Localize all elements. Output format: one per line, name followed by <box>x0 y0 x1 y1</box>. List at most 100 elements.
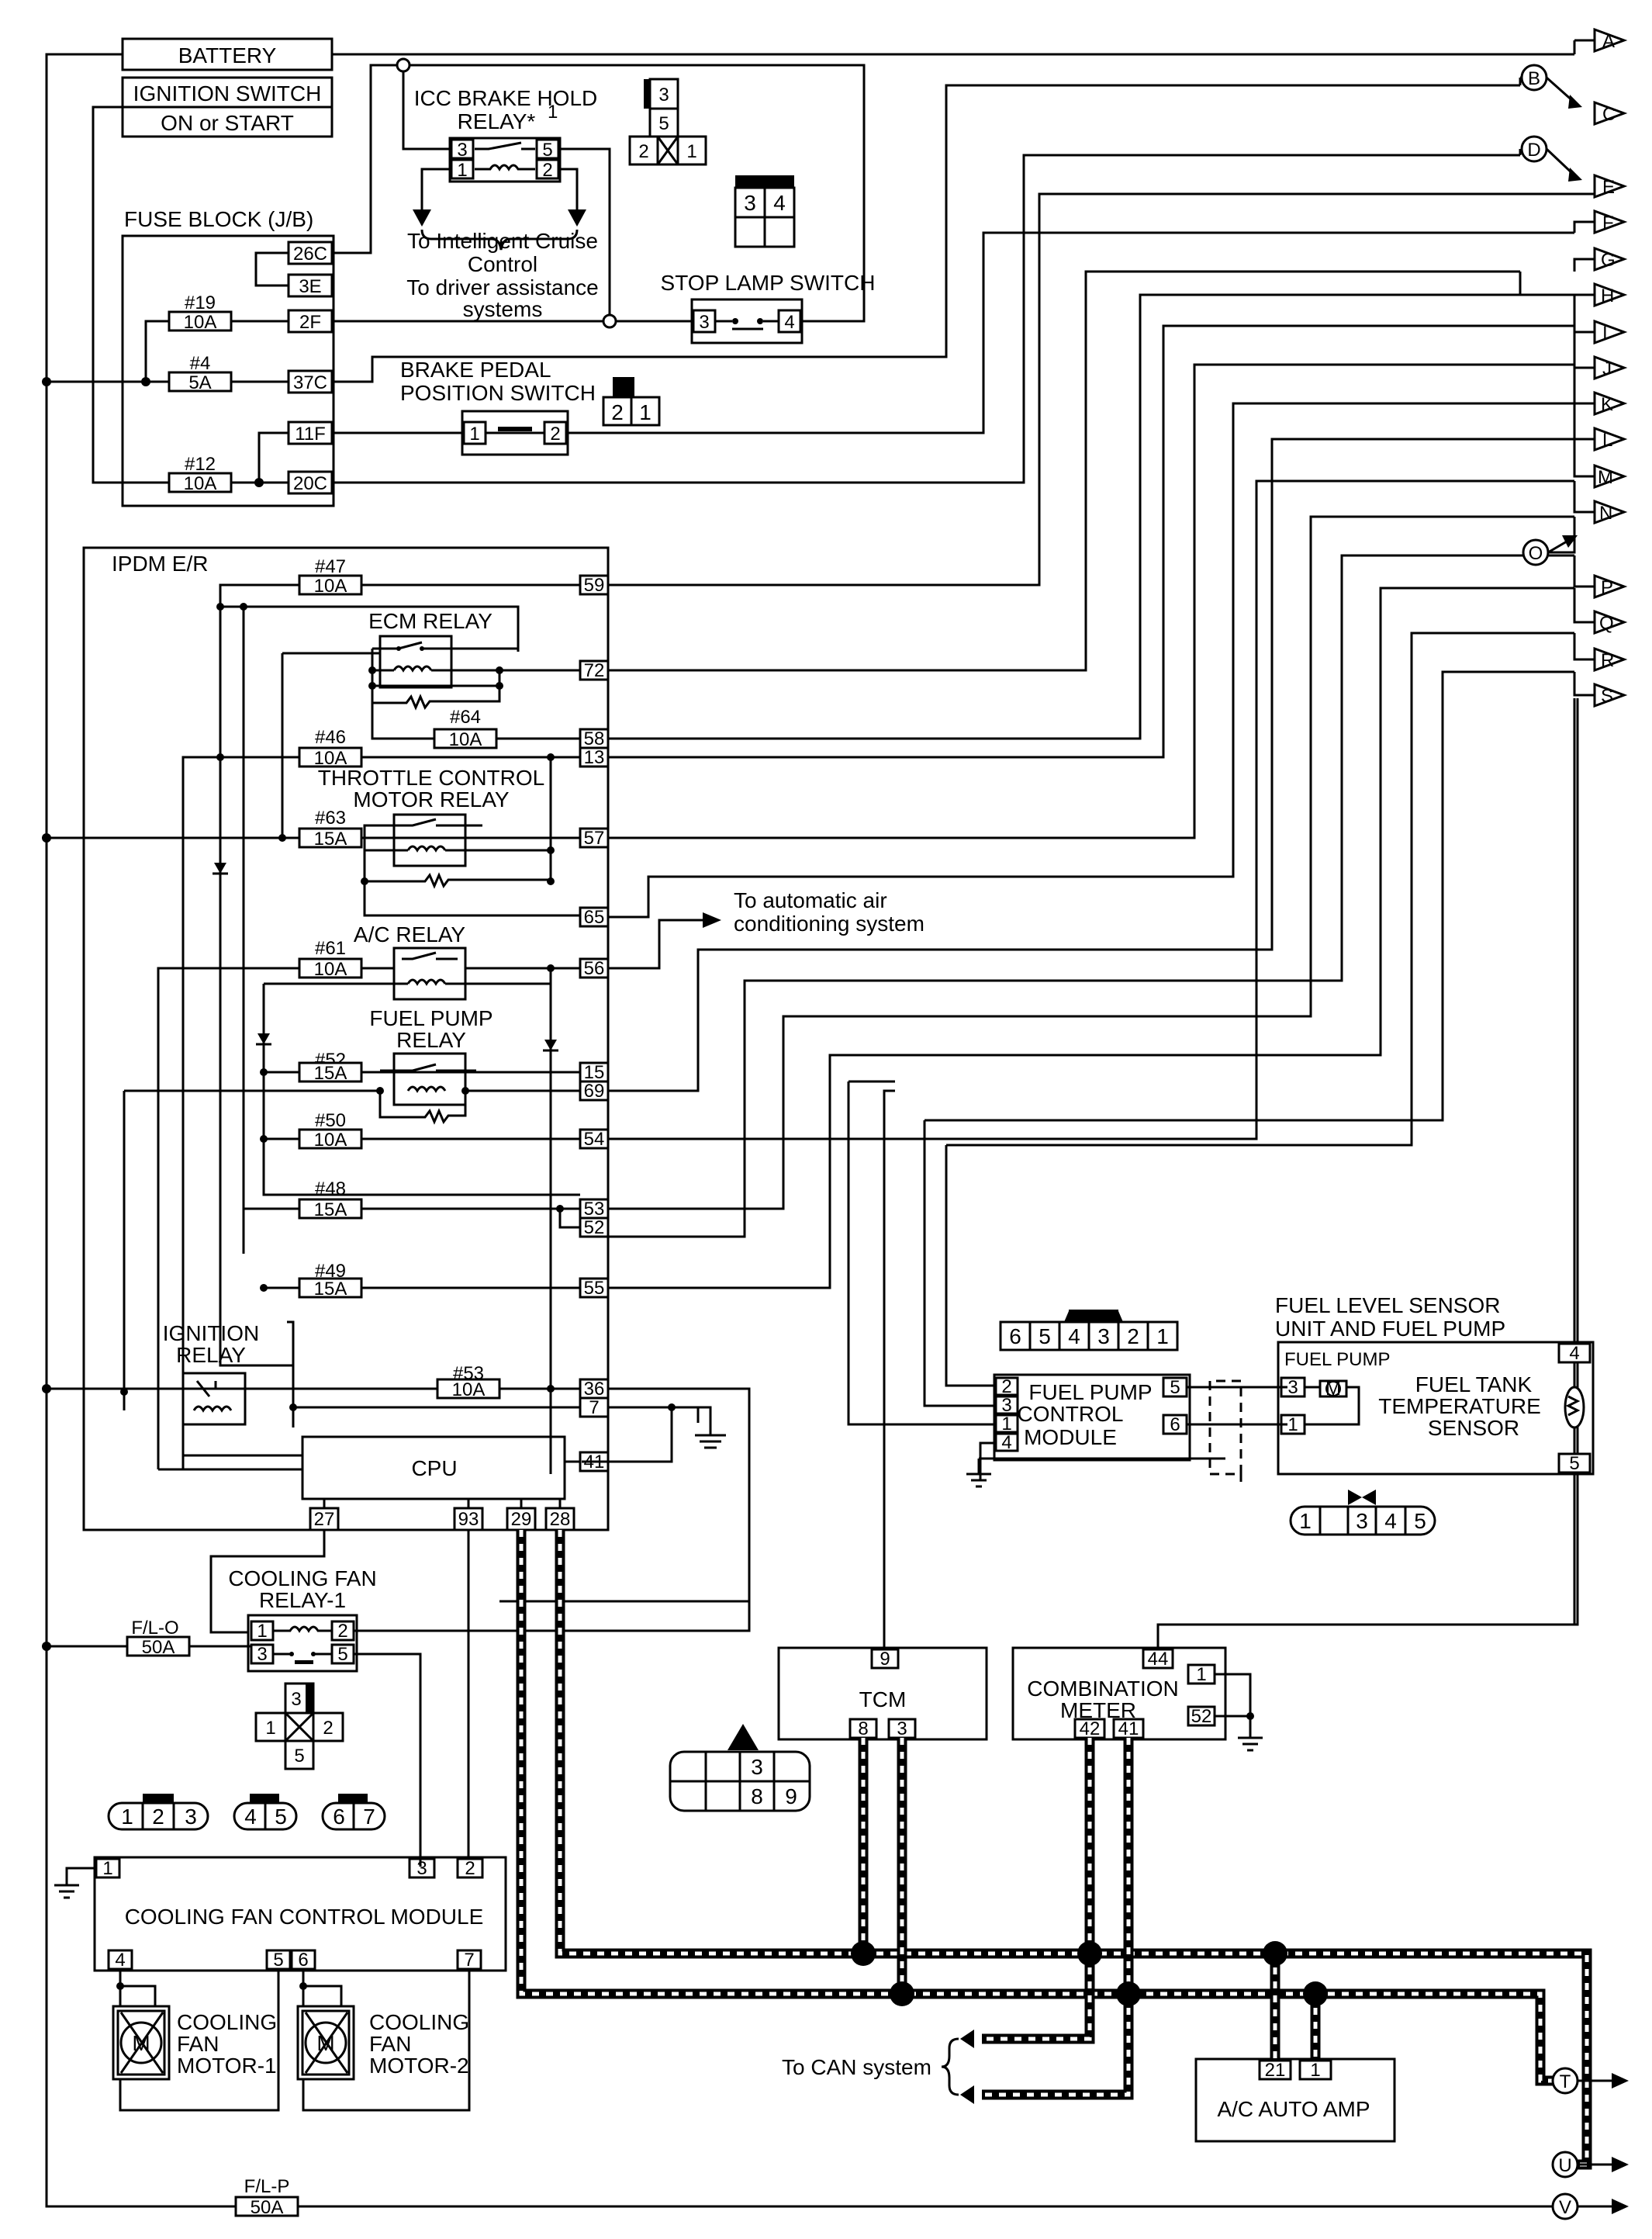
terminal-q: Q <box>1593 609 1628 635</box>
terminal-s: S <box>1593 682 1628 708</box>
fuse-46-name: #46 <box>315 727 346 748</box>
stop-pin-4: 4 <box>784 312 794 333</box>
ipdm-pin-52: 52 <box>584 1217 605 1238</box>
cfr-conn-r: 2 <box>323 1718 333 1739</box>
to-ac-label-1: To automatic air <box>734 888 887 912</box>
cooling-fan-module-connector-icons: 1 2 3 4 5 6 7 <box>107 1794 386 1831</box>
combination-meter-label-1: COMBINATION <box>1027 1677 1178 1701</box>
terminal-d: D <box>1520 135 1548 163</box>
ipdm-pin-55: 55 <box>584 1278 605 1299</box>
fpm-pin-6: 6 <box>1170 1414 1180 1435</box>
ignition-switch-label: IGNITION SWITCH <box>133 81 322 106</box>
tcm-label: TCM <box>859 1687 907 1711</box>
terminal-g: G <box>1593 246 1628 272</box>
cfm-pin-1: 1 <box>102 1858 112 1879</box>
cooling-fan-motor-2: M COOLING FAN MOTOR-2 <box>296 1969 471 2112</box>
motor-1-label-3: MOTOR-1 <box>177 2054 277 2078</box>
cfr-pin-5: 5 <box>337 1644 347 1665</box>
icc-brake-hold-relay: ICC BRAKE HOLD RELAY* 1 3 5 1 2 To Intel… <box>332 57 866 329</box>
fuel-pump-inner-label: FUEL PUMP <box>1284 1349 1390 1370</box>
motor-1-label-1: COOLING <box>177 2010 277 2034</box>
fuse-flp-amp: 50A <box>251 2197 284 2218</box>
cfr-conn-top: 3 <box>291 1689 301 1710</box>
terminal-e-label: E <box>1602 177 1615 198</box>
fpm-conn-6: 1 <box>1156 1324 1169 1348</box>
cpu-label: CPU <box>411 1456 457 1480</box>
stop-lamp-connector-icon: 3 4 <box>734 175 796 248</box>
icc-conn-left: 2 <box>638 141 648 162</box>
cooling-fan-motor-1: M COOLING FAN MOTOR-1 <box>112 1969 280 2112</box>
terminal-h-label: H <box>1601 285 1614 306</box>
ipdm-pin-56: 56 <box>584 958 605 979</box>
cfm-pin-5: 5 <box>273 1950 283 1971</box>
icc-connector-icon: 3 5 2 1 <box>628 78 707 166</box>
cm-pin-42: 42 <box>1080 1718 1101 1739</box>
terminal-j-label: J <box>1602 358 1612 379</box>
ipdm-pin-7: 7 <box>589 1397 599 1418</box>
throttle-relay-label-1: THROTTLE CONTROL <box>318 766 544 790</box>
cooling-fan-relay: COOLING FAN RELAY-1 1 2 3 5 F/L-O 50A <box>42 1389 751 1867</box>
battery-label: BATTERY <box>178 43 277 67</box>
cfm-pin-3: 3 <box>416 1858 427 1879</box>
tcm-conn-b1: 8 <box>751 1784 763 1808</box>
motor-2-label-3: MOTOR-2 <box>369 2054 469 2078</box>
motor-2-label-1: COOLING <box>369 2010 469 2034</box>
fuse-47-amp: 10A <box>314 576 347 597</box>
terminal-i-label: I <box>1602 323 1608 344</box>
terminal-k: K <box>1593 390 1628 417</box>
fpm-conn-5: 2 <box>1127 1324 1139 1348</box>
terminal-a-label: A <box>1602 31 1615 52</box>
bps-conn-l: 2 <box>611 400 624 424</box>
c45-b: 5 <box>275 1805 287 1829</box>
icc-relay-label-1: ICC BRAKE HOLD <box>414 86 598 110</box>
tcm-pin-8: 8 <box>858 1718 868 1739</box>
ipdm-pin-36: 36 <box>584 1379 605 1400</box>
fuse-61-amp: 10A <box>314 959 347 980</box>
jb-37c-pin: 37C <box>293 372 327 393</box>
ipdm-label: IPDM E/R <box>112 552 208 576</box>
terminal-n-label: N <box>1599 503 1612 524</box>
fpm-pin-1: 1 <box>1001 1414 1011 1434</box>
stop-conn-r: 4 <box>773 191 786 215</box>
terminal-c: C <box>1593 100 1628 126</box>
fuse-12-name: #12 <box>185 454 216 475</box>
stop-pin-3: 3 <box>699 312 709 333</box>
icc-relay-label-2: RELAY* <box>458 109 536 133</box>
fuse-19-name: #19 <box>185 292 216 313</box>
motor-1-label-2: FAN <box>177 2032 219 2056</box>
fuse-63-amp: 15A <box>314 829 347 850</box>
fuel-pump-relay-label-1: FUEL PUMP <box>369 1006 492 1030</box>
ipdm-pin-59: 59 <box>584 575 605 596</box>
ipdm-pin-69: 69 <box>584 1081 605 1102</box>
tcm-conn-b2: 9 <box>785 1784 797 1808</box>
fuse-flp-name: F/L-P <box>244 2176 290 2197</box>
ignition-relay-label-2: RELAY <box>176 1343 246 1367</box>
ipdm-pin-15: 15 <box>584 1062 605 1083</box>
fls-pin-3: 3 <box>1287 1377 1298 1398</box>
terminal-s-label: S <box>1601 686 1613 707</box>
fuel-level-connector-icon: 1 3 4 5 <box>1289 1490 1436 1536</box>
terminal-t: T <box>1551 2067 1579 2095</box>
fuse-63-name: #63 <box>315 808 346 829</box>
fuse-47-name: #47 <box>315 556 346 577</box>
fuel-tank-label-1: FUEL TANK <box>1415 1372 1533 1396</box>
c67-a: 6 <box>333 1805 345 1829</box>
bps-pin-2: 2 <box>550 424 560 445</box>
icc-pin-5: 5 <box>542 140 552 161</box>
icc-conn-mid: 5 <box>658 113 669 134</box>
jb-20c-pin: 20C <box>293 473 327 494</box>
battery-source: BATTERY <box>121 37 334 71</box>
fpm-pin-3: 3 <box>1001 1395 1011 1416</box>
fuse-12-amp: 10A <box>184 473 217 494</box>
ipdm-pin-93: 93 <box>458 1509 479 1530</box>
ipdm-pin-58: 58 <box>584 728 605 749</box>
c123-c: 3 <box>185 1805 197 1829</box>
fuse-4-name: #4 <box>190 353 211 374</box>
fpm-conn-2: 5 <box>1039 1324 1051 1348</box>
fuse-49-amp: 15A <box>314 1279 347 1299</box>
fuse-50-name: #50 <box>315 1110 346 1131</box>
bps-pin-1: 1 <box>469 424 479 445</box>
fpm-pin-4: 4 <box>1001 1432 1011 1453</box>
icc-conn-right: 1 <box>686 141 696 162</box>
terminal-o-label: O <box>1529 543 1543 564</box>
